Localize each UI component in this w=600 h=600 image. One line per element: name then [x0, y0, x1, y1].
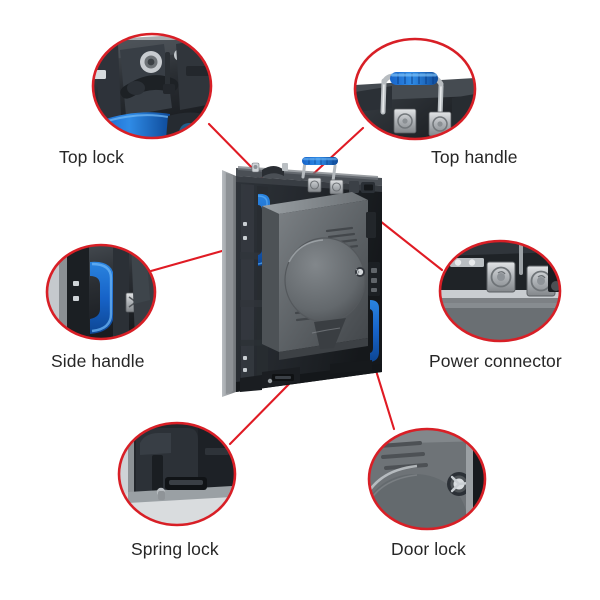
product-power-connectors	[307, 177, 375, 195]
product-top-handle	[301, 157, 338, 183]
leader-line-top-handle	[309, 126, 365, 178]
product-top-lock	[251, 162, 288, 177]
callout-side-handle	[45, 243, 157, 341]
led-cabinet-product	[222, 157, 382, 397]
leader-line-spring-lock	[228, 380, 293, 446]
product-side-handle-lower	[370, 300, 379, 362]
callout-power-connector	[438, 239, 562, 343]
door-lock-barrel	[447, 472, 471, 496]
callout-ring-power-connector	[438, 239, 562, 343]
callout-top-handle	[353, 37, 477, 141]
callout-label-spring-lock: Spring lock	[131, 539, 219, 559]
callout-label-power-connector: Power connector	[429, 351, 562, 371]
callout-label-door-lock: Door lock	[391, 539, 466, 559]
callout-spring-lock	[117, 421, 237, 527]
callout-ring-spring-lock	[117, 421, 237, 527]
callout-ring-top-handle	[353, 37, 477, 141]
callout-label-side-handle: Side handle	[51, 351, 145, 371]
callout-ring-top-lock	[91, 32, 213, 140]
callout-label-top-handle: Top handle	[431, 147, 518, 167]
product-power-box	[262, 192, 368, 360]
callout-ring-door-lock	[367, 427, 487, 531]
product-door-lock	[355, 267, 365, 277]
product-top-rail	[236, 157, 382, 195]
callout-label-top-lock: Top lock	[59, 147, 124, 167]
callout-ring-side-handle	[45, 243, 157, 341]
cabinet-rear-right-hardware	[366, 212, 380, 296]
power-box-fan-hatch	[284, 237, 366, 323]
product-spring-lock	[262, 367, 300, 388]
